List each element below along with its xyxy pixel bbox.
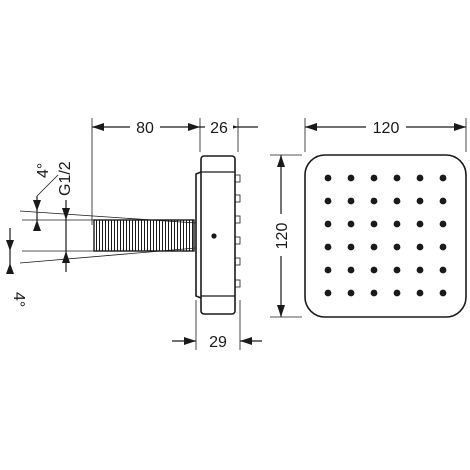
nozzle: [439, 289, 447, 297]
arrow-up: [277, 155, 285, 167]
arrow-up: [6, 263, 14, 274]
nozzle: [370, 243, 378, 251]
nozzle: [370, 174, 378, 182]
nozzle: [324, 220, 332, 228]
arrow-up: [62, 251, 70, 263]
nozzle: [393, 220, 401, 228]
arrow-up: [33, 220, 41, 231]
nozzle: [439, 243, 447, 251]
angle-line-bottom: [19, 247, 197, 264]
nozzle: [370, 289, 378, 297]
head-back-plate: [195, 171, 202, 299]
nozzle: [439, 220, 447, 228]
nozzle: [347, 174, 355, 182]
side-view: 80 26: [6, 115, 262, 351]
arrow-left: [92, 123, 104, 131]
dim-head-width: 120: [373, 120, 400, 137]
shower-arm: [93, 219, 195, 252]
arrow-left: [240, 337, 252, 345]
dim-head-depth-top: 26: [210, 120, 228, 137]
nozzle: [347, 266, 355, 274]
leader-angle-top: [36, 174, 59, 197]
nozzle: [393, 243, 401, 251]
arrow-right: [454, 123, 466, 131]
side-nozzles: [234, 174, 241, 288]
nozzle: [439, 197, 447, 205]
nozzle: [347, 197, 355, 205]
nozzle: [416, 220, 424, 228]
dim-arm-length: 80: [136, 120, 154, 137]
arrow-right: [188, 123, 200, 131]
nozzle: [324, 289, 332, 297]
nozzle: [439, 266, 447, 274]
dim-head-depth-bottom: 29: [209, 334, 227, 351]
nozzle: [393, 197, 401, 205]
nozzle: [393, 174, 401, 182]
dim-angle-top: 4°: [35, 163, 52, 178]
nozzle: [324, 243, 332, 251]
nozzle: [370, 266, 378, 274]
nozzle: [347, 243, 355, 251]
arrow-down: [6, 240, 14, 251]
nozzle: [324, 174, 332, 182]
arrow-right: [184, 337, 196, 345]
dim-thread: G1/2: [57, 161, 74, 196]
dim-head-height: 120: [274, 223, 291, 250]
arrow-down: [33, 200, 41, 211]
angle-line-top: [19, 210, 197, 224]
nozzle: [324, 266, 332, 274]
nozzle: [347, 220, 355, 228]
nozzle: [416, 266, 424, 274]
nozzle-grid: [324, 174, 447, 297]
dim-angle-bottom: 4°: [10, 292, 27, 307]
nozzle: [416, 174, 424, 182]
screw-hole: [211, 233, 217, 239]
nozzle: [347, 289, 355, 297]
front-view: 120 120: [270, 115, 467, 318]
nozzle: [439, 174, 447, 182]
nozzle: [416, 289, 424, 297]
arrow-down: [62, 208, 70, 220]
arrow-down: [277, 305, 285, 317]
nozzle: [324, 197, 332, 205]
nozzle: [393, 266, 401, 274]
nozzle: [393, 289, 401, 297]
head-face: [304, 154, 467, 318]
nozzle: [370, 197, 378, 205]
arrow-left: [305, 123, 317, 131]
head-body: [200, 155, 236, 315]
nozzle: [416, 197, 424, 205]
nozzle: [370, 220, 378, 228]
nozzle: [416, 243, 424, 251]
